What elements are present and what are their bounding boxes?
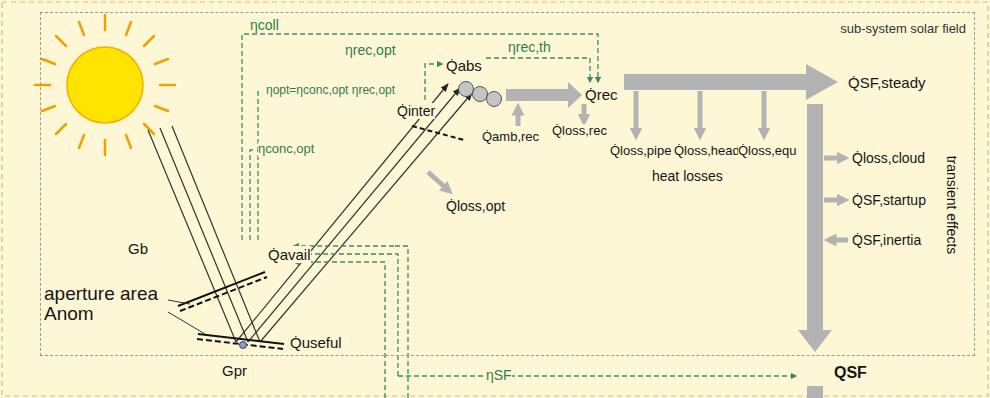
quantity-label: Q̇SF,startup [852,192,926,208]
loss-arrows [518,91,848,240]
aperture-planes [178,272,284,349]
quantity-label: Gpr [222,362,247,379]
quantity-label: Q̇rec [585,86,618,103]
receiver-tubes [459,82,502,107]
quantity-label: transient effects [944,156,960,255]
quantity-label: Q̇inter [397,103,435,119]
quantity-label: Q̇loss,cloud [852,150,925,166]
quantity-label: Q̇useful [290,334,342,351]
quantity-label: Q̇loss,pipe [610,144,671,159]
quantity-label: Q̇loss,head [674,144,740,159]
region-title: sub-system solar field [840,21,966,36]
efficiency-label: ηrec,th [508,39,551,55]
efficiency-label: ηconc,opt [258,142,314,157]
quantity-label: Q̇loss,opt [446,198,505,214]
intercept-plane [412,126,464,140]
efficiency-label: ηrec,opt [345,42,396,58]
quantity-label: Q̇abs [446,57,482,74]
quantity-label: QSF [834,364,867,382]
efficiency-label: ηSF [486,367,512,383]
receiver-flow-arrow [506,82,582,108]
efficiency-label: ηcoll [250,17,279,33]
optical-loss-arrow [428,172,448,190]
quantity-label: aperture area Anom [44,284,162,324]
efficiency-label: ηopt=ηconc,opt ηrec,opt [266,84,395,98]
quantity-label: Q̇loss,rec [552,124,607,139]
sun-symbol [35,15,175,155]
quantity-label: Q̇SF,steady [848,74,926,91]
quantity-label: Q̇loss,equ [738,144,797,159]
solar-field-flow-arrow [798,104,832,352]
direct-beam-rays [148,126,260,342]
reflected-rays [236,84,472,342]
quantity-label: Gb [128,240,148,257]
quantity-label: Q̇avail [268,246,311,263]
subsystem-region: sub-system solar field [40,12,975,356]
steady-flow-arrow [624,64,838,100]
aperture-leaders [168,300,205,334]
quantity-label: heat losses [652,168,723,184]
flow-continuation [807,386,823,398]
quantity-label: Q̇amb,rec [482,130,539,145]
quantity-label: Q̇SF,inertia [852,232,921,248]
efficiency-lines [242,34,796,398]
